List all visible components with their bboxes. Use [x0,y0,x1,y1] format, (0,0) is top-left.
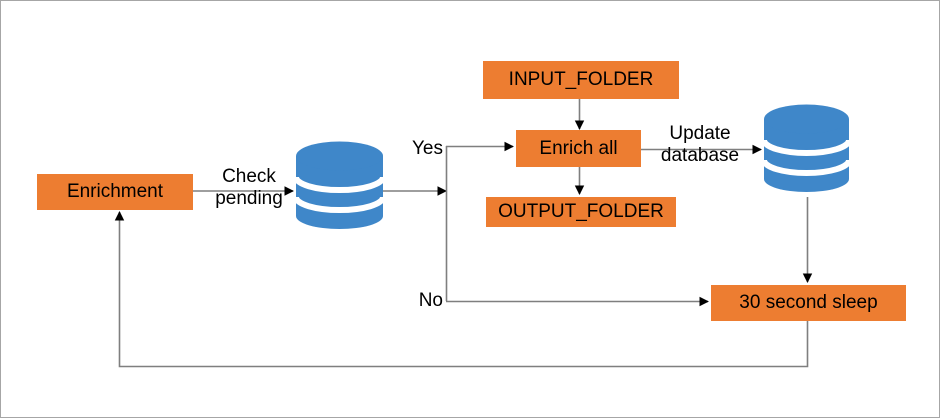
node-output-folder[interactable]: OUTPUT_FOLDER [486,197,676,227]
edge-label-update-database-line1: Update [669,123,731,144]
node-input-folder[interactable]: INPUT_FOLDER [483,61,679,99]
node-enrich-all-label: Enrich all [539,137,618,159]
edge-label-check-pending: Check pending [207,166,291,210]
edge-label-check-pending-line1: Check [222,166,276,187]
edge-label-update-database: Update database [653,123,747,167]
database-cylinder-pending [293,141,386,229]
edge-label-yes: Yes [412,138,443,159]
node-input-folder-label: INPUT_FOLDER [508,69,654,91]
node-sleep-label: 30 second sleep [739,292,878,314]
node-enrich-all[interactable]: Enrich all [516,130,641,167]
database-cylinder-updated [761,104,852,193]
edge-label-update-database-line2: database [660,144,740,166]
edge-label-check-pending-line2: pending [215,187,283,209]
edge-label-no: No [418,290,443,311]
node-sleep[interactable]: 30 second sleep [711,285,906,321]
node-output-folder-label: OUTPUT_FOLDER [498,201,664,223]
node-enrichment-label: Enrichment [66,181,164,203]
edge-sleep-to-enrichment [114,211,809,368]
node-enrichment[interactable]: Enrichment [37,174,193,210]
